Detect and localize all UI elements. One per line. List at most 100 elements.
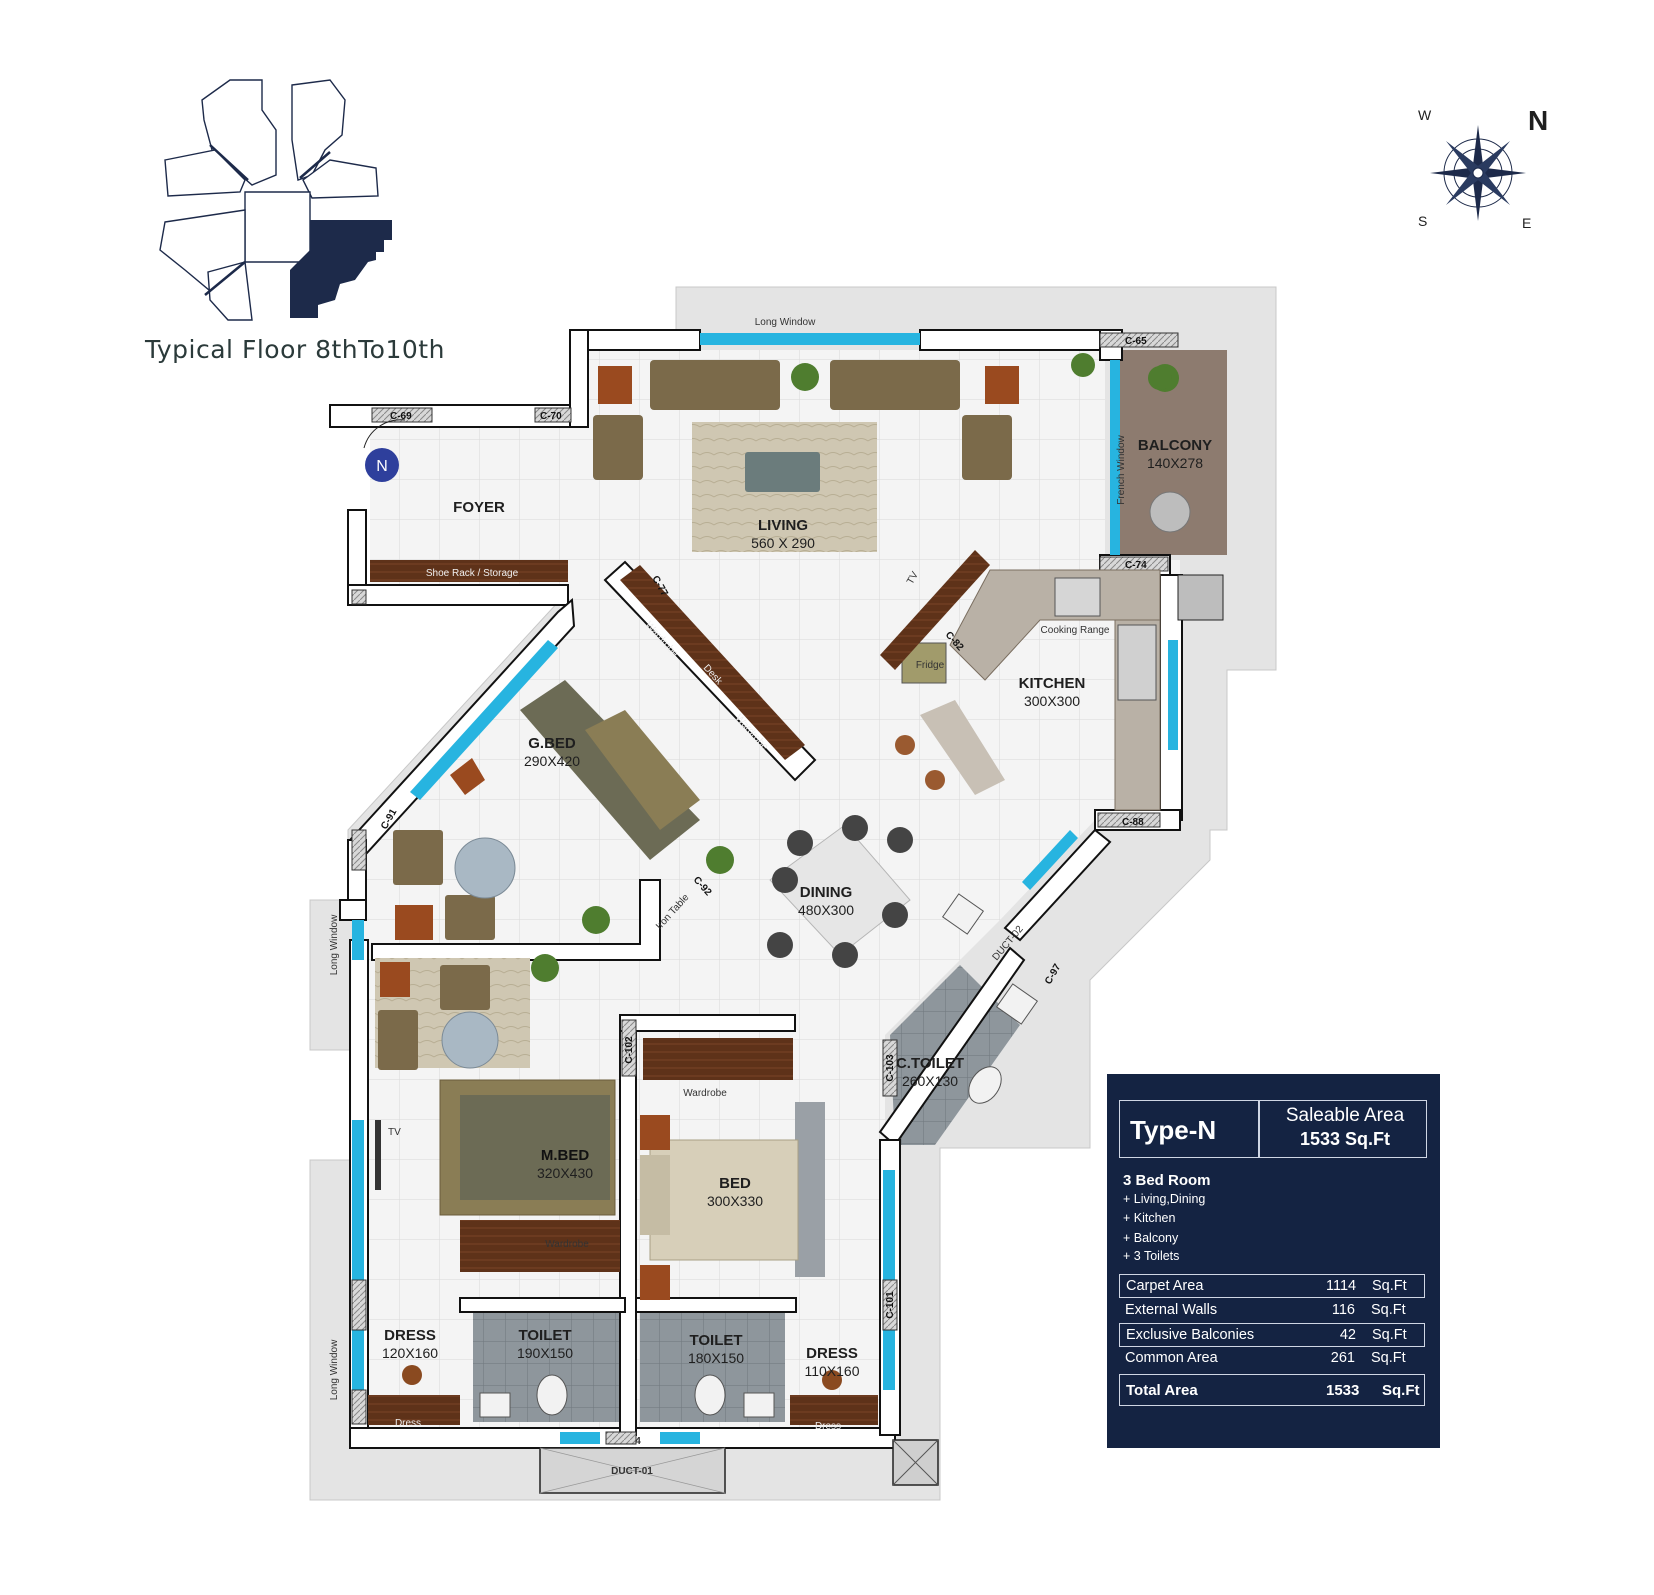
compass-n: N <box>1528 105 1548 136</box>
area-name: External Walls <box>1125 1302 1218 1318</box>
dining-furniture <box>767 815 913 968</box>
room-bed-dim: 300X330 <box>707 1193 763 1209</box>
room-kitchen-dim: 300X300 <box>1024 693 1080 709</box>
wardrobe-mbed-label: Wardrobe <box>545 1239 589 1250</box>
fridge-label: Fridge <box>916 660 945 671</box>
room-toilet-right-dim: 180X150 <box>688 1350 744 1366</box>
col-c101: C-101 <box>885 1291 896 1319</box>
room-toilet-left: TOILET <box>518 1327 571 1344</box>
area-name: Carpet Area <box>1126 1278 1204 1294</box>
long-window-top-label: Long Window <box>755 317 816 328</box>
area-row-balconies: Exclusive Balconies 42 Sq.Ft <box>1119 1323 1425 1347</box>
bed-furniture <box>640 1038 825 1300</box>
room-dress-left-dim: 120X160 <box>382 1345 438 1361</box>
shoe-rack-label: Shoe Rack / Storage <box>426 568 519 579</box>
room-gbed-dim: 290X420 <box>524 753 580 769</box>
col-c102: C-102 <box>624 1036 635 1064</box>
tv-mbed-label: TV <box>388 1127 401 1138</box>
kitchen-shaft <box>1177 574 1224 621</box>
compass-e: E <box>1522 215 1531 231</box>
feature-item: + Kitchen <box>1123 1211 1176 1225</box>
unit-type: Type-N <box>1130 1115 1217 1145</box>
area-unit: Sq.Ft <box>1371 1350 1406 1366</box>
room-balcony: BALCONY <box>1138 437 1212 454</box>
card-header: Type-N Saleable Area 1533 Sq.Ft <box>1119 1100 1427 1158</box>
living-furniture <box>593 353 1191 552</box>
kitchen-furniture <box>880 550 1161 811</box>
long-window-bottom-label: Long Window <box>329 1339 340 1400</box>
shoe-rack <box>370 560 568 582</box>
room-ctoilet: C.TOILET <box>896 1055 964 1072</box>
room-kitchen: KITCHEN <box>1019 675 1086 692</box>
room-gbed: G.BED <box>528 735 576 752</box>
room-mbed-dim: 320X430 <box>537 1165 593 1181</box>
room-toilet-left-dim: 190X150 <box>517 1345 573 1361</box>
area-value: 261 <box>1330 1350 1355 1366</box>
svg-text:N: N <box>376 458 388 475</box>
bedroom-count: 3 Bed Room <box>1123 1172 1211 1189</box>
room-dress-left: DRESS <box>384 1327 436 1344</box>
compass-rose <box>1430 125 1526 221</box>
room-dining-dim: 480X300 <box>798 902 854 918</box>
col-c70: C-70 <box>540 411 562 422</box>
area-row-carpet: Carpet Area 1114 Sq.Ft <box>1119 1274 1425 1298</box>
room-foyer: FOYER <box>453 499 505 516</box>
unit-summary-card: Type-N Saleable Area 1533 Sq.Ft 3 Bed Ro… <box>1107 1074 1440 1448</box>
room-balcony-dim: 140X278 <box>1147 455 1203 471</box>
long-window-left-label: Long Window <box>329 914 340 975</box>
room-dress-right-dim: 110X160 <box>804 1363 859 1379</box>
room-dining: DINING <box>800 884 853 901</box>
wardrobe-bed-label: Wardrobe <box>683 1088 727 1099</box>
duct-01-label: DUCT-01 <box>611 1466 653 1477</box>
duct-num-label: 4 <box>635 1436 641 1447</box>
feature-item: + Balcony <box>1123 1231 1179 1245</box>
gbed-furniture <box>393 565 805 940</box>
key-plan <box>159 79 379 321</box>
area-value: 42 <box>1339 1327 1356 1343</box>
col-c69: C-69 <box>390 411 412 422</box>
total-unit: Sq.Ft <box>1382 1382 1420 1399</box>
area-value: 1114 <box>1326 1278 1357 1294</box>
toilet-fixtures <box>479 893 1039 1418</box>
area-row-total: Total Area 1533 Sq.Ft <box>1119 1374 1425 1406</box>
room-ctoilet-dim: 260X130 <box>902 1073 958 1089</box>
dress-left-unit-label: Dress <box>395 1418 421 1429</box>
feature-item: + 3 Toilets <box>1123 1249 1180 1263</box>
french-window-label: French Window <box>1116 434 1127 504</box>
col-c88: C-88 <box>1122 817 1144 828</box>
columns <box>351 332 1179 1445</box>
room-toilet-right: TOILET <box>689 1332 742 1349</box>
floor-title: Typical Floor 8thTo10th <box>145 335 445 364</box>
area-value: 116 <box>1331 1302 1355 1318</box>
feature-item: + Living,Dining <box>1123 1192 1206 1206</box>
dress-right-unit-label: Dress <box>815 1421 841 1432</box>
compass-w: W <box>1418 107 1432 123</box>
total-value: 1533 <box>1326 1382 1360 1399</box>
key-plan-highlight <box>290 220 392 318</box>
area-row-external: External Walls 116 Sq.Ft <box>1119 1299 1425 1323</box>
room-bed: BED <box>719 1175 751 1192</box>
area-unit: Sq.Ft <box>1372 1278 1407 1294</box>
cooking-range-label: Cooking Range <box>1041 625 1110 636</box>
room-mbed: M.BED <box>541 1147 590 1164</box>
compass-s: S <box>1418 213 1427 229</box>
header-divider <box>1258 1101 1260 1157</box>
room-dress-right: DRESS <box>806 1345 858 1362</box>
area-unit: Sq.Ft <box>1371 1302 1406 1318</box>
col-c74: C-74 <box>1125 560 1147 571</box>
area-name: Common Area <box>1125 1350 1218 1366</box>
area-unit: Sq.Ft <box>1372 1327 1407 1343</box>
entry-marker <box>365 448 399 482</box>
area-row-common: Common Area 261 Sq.Ft <box>1119 1347 1425 1371</box>
windows <box>352 333 1178 1444</box>
dress-left-unit <box>368 1395 460 1425</box>
room-living-dim: 560 X 290 <box>751 535 815 551</box>
col-c103: C-103 <box>885 1054 896 1082</box>
room-living: LIVING <box>758 517 808 534</box>
dress-right-unit <box>790 1395 878 1425</box>
col-c65: C-65 <box>1125 336 1147 347</box>
saleable-value: 1533 Sq.Ft <box>1299 1129 1391 1149</box>
total-name: Total Area <box>1126 1382 1198 1399</box>
saleable-label: Saleable Area <box>1285 1105 1405 1126</box>
